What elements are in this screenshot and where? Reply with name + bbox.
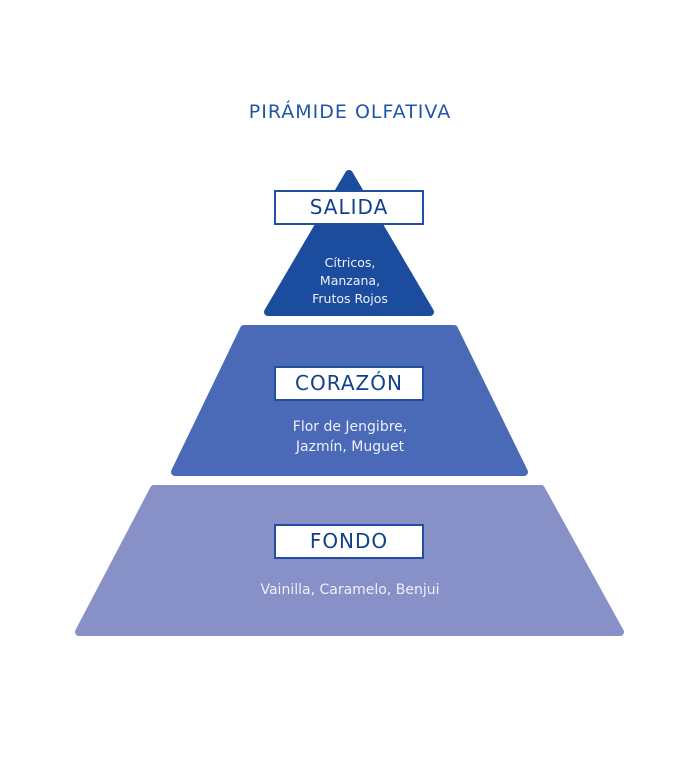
pyramid-base-tier [75, 485, 624, 636]
fondo-label: FONDO [274, 524, 424, 559]
pyramid-top-tier [264, 170, 434, 316]
note: Jazmín, Muguet [295, 439, 405, 455]
page-title: PIRÁMIDE OLFATIVA [248, 101, 452, 123]
salida-label: SALIDA [274, 190, 424, 225]
note: Frutos Rojos [312, 291, 388, 306]
corazon-label: CORAZÓN [274, 366, 424, 401]
corazon-notes: Flor de Jengibre, Jazmín, Muguet [0, 417, 700, 457]
note: Cítricos, [324, 255, 376, 270]
salida-notes: Cítricos, Manzana, Frutos Rojos [0, 254, 700, 308]
fondo-notes: Vainilla, Caramelo, Benjui [0, 580, 700, 600]
note: Manzana, [319, 273, 381, 288]
note: Flor de Jengibre, [292, 419, 408, 435]
note: Vainilla, Caramelo, Benjui [260, 582, 440, 598]
